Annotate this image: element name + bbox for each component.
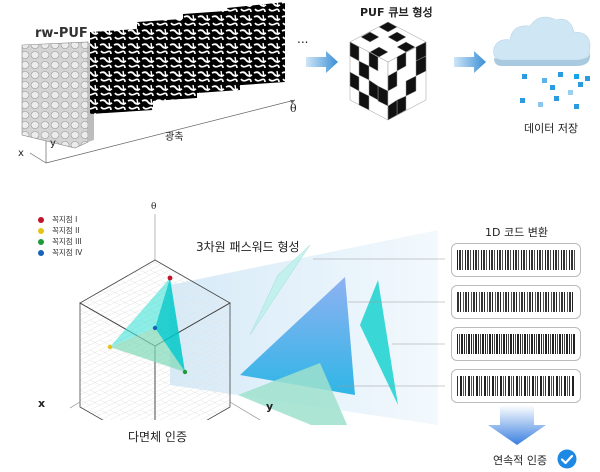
- legend-item: 꼭지점 III: [38, 236, 82, 247]
- projection-beam: [170, 230, 438, 425]
- barcode-4: [451, 369, 581, 403]
- axes-top: [29, 99, 296, 164]
- legend: 꼭지점 I 꼭지점 II 꼭지점 III 꼭지점 IV: [38, 214, 82, 258]
- y-axis-top: y: [50, 138, 56, 149]
- arrow-right-icon: [306, 51, 338, 73]
- x-axis-top: x: [18, 148, 24, 159]
- code-title: 1D 코드 변환: [485, 226, 548, 239]
- rw-puf-label: rw-PUF: [35, 26, 88, 41]
- barcode-3: [451, 327, 581, 361]
- cloud-storage-icon: [493, 16, 591, 109]
- theta-axis-bottom: θ: [151, 202, 157, 212]
- password-title: 3차원 패스워드 형성: [196, 240, 300, 254]
- red-dot-icon: [38, 216, 44, 223]
- ellipsis: ...: [297, 32, 309, 46]
- arrow-down-icon: [488, 405, 546, 445]
- auth-label: 연속적 인증: [493, 454, 548, 467]
- theta-axis-top: θ: [290, 102, 297, 115]
- barcode-2: [451, 285, 581, 319]
- blue-dot-icon: [38, 249, 44, 256]
- barcode-icon: [457, 376, 575, 396]
- x-axis-bottom: x: [38, 397, 46, 410]
- legend-item: 꼭지점 IV: [38, 247, 82, 258]
- y-axis-bottom: y: [266, 400, 274, 413]
- green-dot-icon: [38, 238, 44, 245]
- connector-lines: [313, 258, 445, 387]
- arrow-right-icon: [454, 51, 486, 73]
- polyhedron-cube: [70, 214, 261, 420]
- speckle-slices: [90, 2, 285, 114]
- cube-title: PUF 큐브 형성: [360, 6, 433, 19]
- puf-cube: [349, 21, 427, 121]
- polyhedron-label: 다면체 인증: [128, 430, 188, 444]
- storage-label: 데이터 저장: [524, 122, 579, 135]
- rw-puf-block: [21, 41, 94, 149]
- legend-item: 꼭지점 II: [38, 225, 82, 236]
- yellow-dot-icon: [38, 227, 44, 234]
- barcode-icon: [457, 292, 575, 312]
- barcode-1: [451, 243, 581, 277]
- optical-axis-label: 광축: [165, 132, 184, 143]
- barcode-icon: [457, 334, 575, 354]
- check-circle-icon: [557, 449, 577, 469]
- legend-item: 꼭지점 I: [38, 214, 82, 225]
- barcode-icon: [457, 250, 575, 270]
